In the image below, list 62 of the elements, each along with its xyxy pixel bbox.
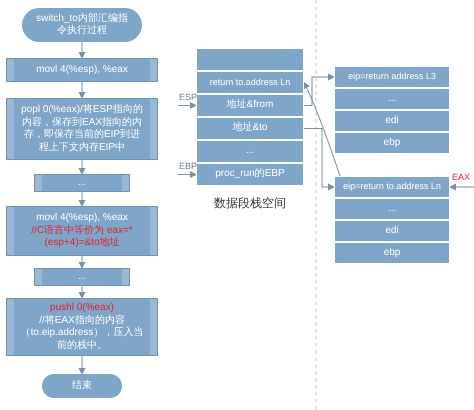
stack-cell — [196, 117, 304, 140]
stack-cell — [334, 176, 450, 198]
node-text: eip=return address L3 — [348, 71, 436, 83]
node-text: movl 4(%esp), %eax — [36, 64, 128, 76]
node-text: ebp — [384, 246, 400, 260]
stack-caption: 数据段栈空间 — [213, 195, 287, 212]
node-text: pushl 0(%eax) — [50, 302, 114, 314]
node-text: switch_to内部汇编指令执行过程 — [35, 12, 129, 38]
arrow — [178, 102, 197, 109]
node-text: 地址&from — [226, 99, 274, 112]
node-text: ebp — [384, 136, 400, 150]
start-terminal — [22, 8, 142, 42]
node-text: return to.address Ln — [210, 76, 290, 88]
stack-cell — [196, 140, 304, 163]
arrow — [78, 192, 86, 207]
arrow — [78, 256, 86, 269]
node-text: ... — [388, 92, 396, 106]
node-text: 结束 — [72, 380, 92, 392]
arrow — [78, 356, 86, 375]
stack-cell — [334, 110, 450, 132]
process-box — [34, 174, 130, 192]
node-text: ... — [78, 176, 86, 190]
arrow — [449, 184, 474, 190]
stack-cell — [334, 88, 450, 110]
stack-cell — [334, 220, 450, 242]
arrow — [78, 160, 86, 175]
node-text: //C语言中等价为 eax=*(esp+4)=&to地址 — [30, 224, 134, 250]
end-terminal — [42, 374, 122, 398]
node-text: eip=return to.address Ln — [343, 181, 441, 193]
stack-cell — [334, 66, 450, 88]
stack-cell — [196, 48, 304, 71]
process-box — [6, 298, 158, 356]
arrow — [78, 42, 86, 59]
process-box — [6, 206, 158, 256]
node-text: //将EAX指向的内容（to.eip.address），压入当前的栈中。 — [20, 314, 144, 352]
pointer-label: EAX — [452, 173, 470, 182]
arrow — [178, 171, 197, 178]
process-box — [34, 268, 130, 286]
node-text: 地址&to — [232, 122, 268, 135]
arrow — [304, 128, 335, 190]
node-text: movl 4(%esp), %eax — [36, 212, 128, 224]
node-text: ... — [388, 202, 396, 216]
process-box — [6, 98, 158, 160]
curved-arrow — [304, 82, 340, 176]
node-text: edi — [385, 114, 399, 128]
arrow — [304, 74, 335, 106]
arrow — [78, 82, 86, 99]
stack-cell — [196, 71, 304, 94]
stack-cell — [334, 198, 450, 220]
stack-cell — [196, 94, 304, 117]
pointer-label: ESP — [179, 93, 198, 102]
pointer-label: EBP — [179, 162, 198, 171]
node-text: edi — [385, 224, 399, 238]
node-text: popl 0(%eax)/将ESP指向的内容，保存到EAX指向的内存，即保存当前的EIP到进程上下文内存EIP中 — [20, 104, 144, 154]
node-text: proc_run的EBP — [215, 168, 285, 181]
node-text: ... — [78, 270, 86, 284]
arrow — [78, 286, 86, 299]
stack-cell — [334, 132, 450, 154]
stack-cell — [334, 242, 450, 264]
node-text: ... — [246, 145, 254, 158]
process-box — [6, 58, 158, 82]
stack-cell — [196, 163, 304, 186]
